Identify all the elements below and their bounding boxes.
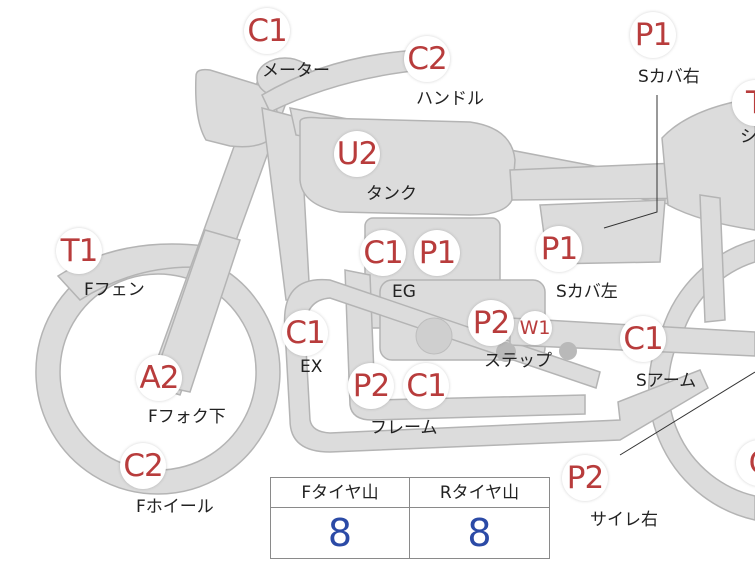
exhaust-pipe [283,278,709,453]
label-side-cover-right: Sカバ右 [638,67,700,87]
rear-cowl [661,97,755,231]
step-peg [496,342,516,362]
rear-tire-header: Rタイヤ山 [410,478,549,508]
grade-silencer-right: P2 [562,455,608,501]
grade-engine-c: C1 [360,230,406,276]
leader-side-cover-right [603,95,658,229]
front-tire-value: 8 [271,508,410,558]
front-tire-header: Fタイヤ山 [271,478,410,508]
label-front-fender: Fフェン [84,280,145,300]
grade-meter: C1 [244,8,290,54]
grade-swing-arm: C1 [620,316,666,362]
grade-front-fender: T1 [56,228,102,274]
grade-frame-c: C1 [403,363,449,409]
grade-seat-partial: T [732,80,755,126]
leader-silencer-right [619,371,755,456]
engine-cover-circle [415,317,453,355]
label-handle: ハンドル [416,89,484,109]
label-seat-partial: シ [740,127,755,147]
grade-side-cover-left: P1 [536,226,582,272]
step-peg-rear [559,342,577,360]
grade-rear-partial: C [736,440,755,486]
label-tank: タンク [366,184,417,204]
rear-tire-value: 8 [467,511,492,555]
label-silencer-right: サイレ右 [590,510,658,530]
grade-front-fork: A2 [136,355,182,401]
label-frame: フレーム [370,418,438,438]
label-front-fork: Fフォク下 [148,407,226,427]
grade-handle: C2 [404,36,450,82]
tire-tread-table: Fタイヤ山 Rタイヤ山 8 8 [270,477,550,559]
label-swing-arm: Sアーム [636,371,697,391]
rear-shock [699,194,726,323]
grade-tank: U2 [334,131,380,177]
label-side-cover-left: Sカバ左 [556,282,618,302]
label-front-wheel: Fホイール [136,497,214,517]
grade-engine-p: P1 [414,230,460,276]
label-exhaust: EX [300,357,323,377]
grade-front-wheel: C2 [120,443,166,489]
grade-frame-p: P2 [348,363,394,409]
fork-lower [151,229,241,393]
grade-step-p: P2 [468,300,514,346]
grade-side-cover-right: P1 [630,12,676,58]
grade-exhaust: C1 [282,310,328,356]
label-meter: メーター [262,61,330,81]
label-step: ステップ [484,351,552,371]
label-engine: EG [392,282,416,302]
grade-step-w: W1 [518,311,552,345]
